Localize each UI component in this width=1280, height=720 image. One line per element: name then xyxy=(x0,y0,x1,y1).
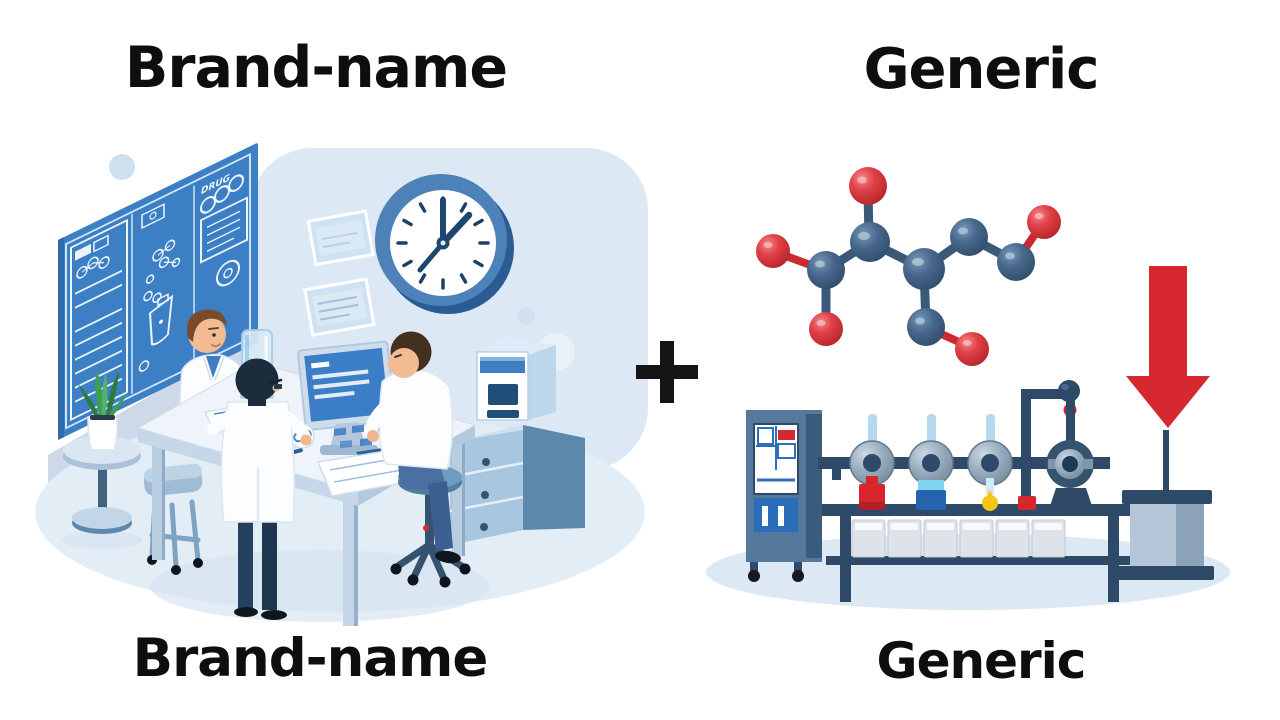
pipe-assembly xyxy=(1018,380,1094,510)
scientist-center xyxy=(207,358,312,620)
valve-1 xyxy=(849,440,895,510)
lab-scene: DRUG xyxy=(35,143,648,626)
computer-monitor xyxy=(297,340,397,455)
wall-clock xyxy=(375,174,514,314)
conveyor-frame xyxy=(826,516,1140,602)
blueprint-middle-panel xyxy=(138,203,181,372)
wall-frames xyxy=(303,209,376,337)
factory-shadow xyxy=(706,534,1230,610)
generic-scene xyxy=(706,167,1230,610)
drawer-cabinet xyxy=(449,425,585,545)
valve-3 xyxy=(967,440,1013,511)
molecule-atoms xyxy=(756,167,1061,366)
molecule-model xyxy=(756,167,1061,366)
right-bottom-heading: Generic xyxy=(876,632,1087,690)
shelf-bar xyxy=(818,504,1140,516)
plus-icon xyxy=(636,341,698,403)
left-bottom-heading: Brand-name xyxy=(132,628,489,689)
left-top-heading: Brand-name xyxy=(124,35,508,101)
valve-4 xyxy=(1046,440,1094,506)
molecule-bonds xyxy=(821,185,1021,331)
process-valves xyxy=(849,440,1013,511)
pedestal xyxy=(1118,430,1214,580)
conveyor-trays xyxy=(851,519,1066,558)
scientist-right xyxy=(364,331,461,564)
lab-analyzer xyxy=(476,338,556,421)
control-cabinet xyxy=(746,410,822,582)
potted-plant xyxy=(78,370,128,451)
side-table xyxy=(62,436,142,549)
desk-shadow xyxy=(150,550,490,622)
right-top-heading: Generic xyxy=(863,37,1100,102)
price-down-arrow-icon xyxy=(1126,266,1210,428)
valve-2 xyxy=(908,440,954,510)
pedestal-pole xyxy=(1163,430,1169,492)
